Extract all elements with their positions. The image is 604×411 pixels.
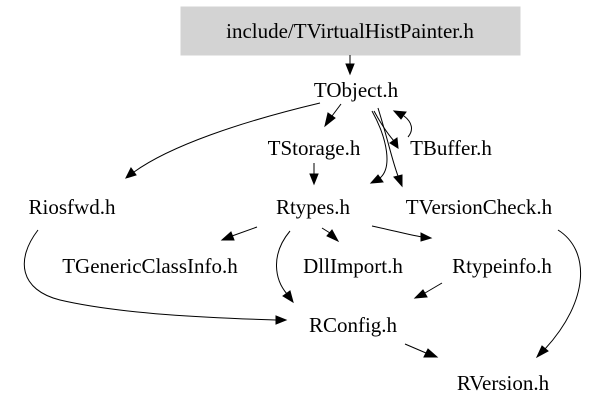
edge-rtypes-tgenericclassinfo — [220, 226, 258, 241]
edge-tobject-tversioncheck — [377, 107, 403, 188]
edge-tobject-rtypes — [369, 110, 388, 184]
node-rversion[interactable]: RVersion.h — [457, 371, 550, 395]
node-tversioncheck[interactable]: TVersionCheck.h — [406, 195, 553, 219]
node-rtypes[interactable]: Rtypes.h — [276, 195, 351, 219]
edge-riosfwd-rconfig — [23, 229, 288, 325]
edge-rtypes-rtypeinfo — [371, 225, 433, 242]
edge-rtypes-dllimport — [321, 227, 340, 243]
edge-tobject-tstorage — [324, 103, 342, 128]
edge-tbuffer-tobject — [392, 110, 412, 138]
edge-tobject-riosfwd — [125, 102, 321, 179]
edge-tversioncheck-rversion — [535, 229, 582, 359]
node-tobject[interactable]: TObject.h — [314, 78, 399, 102]
edge-tstorage-rtypes — [309, 163, 319, 186]
edge-tobject-tbuffer — [373, 110, 399, 149]
node-rtypeinfo[interactable]: Rtypeinfo.h — [452, 254, 552, 278]
node-root[interactable]: include/TVirtualHistPainter.h — [180, 6, 521, 56]
node-tstorage[interactable]: TStorage.h — [268, 136, 361, 160]
root-node-label: include/TVirtualHistPainter.h — [226, 19, 474, 43]
edge-rtypeinfo-rconfig — [413, 282, 443, 299]
node-rconfig[interactable]: RConfig.h — [309, 313, 398, 337]
node-tgenericclassinfo[interactable]: TGenericClassInfo.h — [62, 254, 238, 278]
edge-rconfig-rversion — [404, 343, 439, 358]
edge-root-tobject — [345, 55, 355, 76]
node-dllimport[interactable]: DllImport.h — [303, 254, 403, 278]
node-riosfwd[interactable]: Riosfwd.h — [29, 195, 116, 219]
edge-rtypes-rconfig — [276, 230, 294, 304]
root-node-box — [180, 6, 521, 56]
node-tbuffer[interactable]: TBuffer.h — [410, 136, 492, 160]
